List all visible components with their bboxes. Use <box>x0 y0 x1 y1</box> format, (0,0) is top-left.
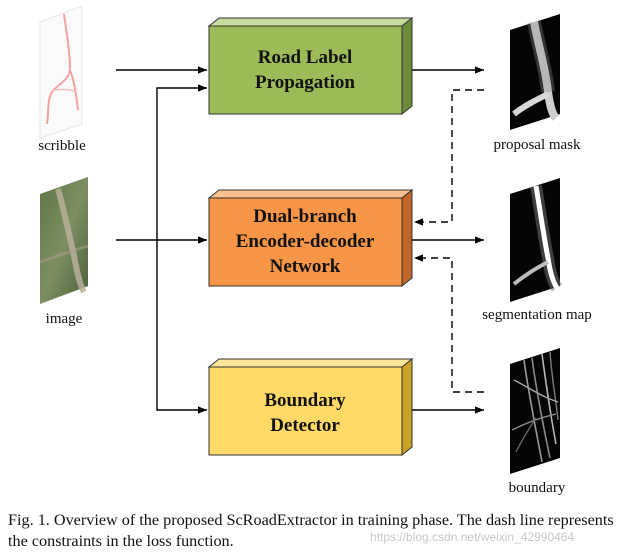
satellite-image-thumbnail <box>39 177 89 304</box>
encoder-decoder-line1: Dual-branch <box>253 206 357 227</box>
segmentation-map-thumbnail <box>510 178 563 302</box>
boundary-detector-line1: Boundary <box>264 390 346 411</box>
boundary-detector-box: Boundary Detector <box>207 357 414 457</box>
encoder-decoder-box: Dual-branch Encoder-decoder Network <box>207 188 414 288</box>
scribble-label: scribble <box>38 138 86 154</box>
road-label-propagation-line1: Road Label <box>258 47 353 68</box>
figure-caption: Fig. 1. Overview of the proposed ScRoadE… <box>8 511 614 550</box>
proposal-mask-thumbnail <box>510 14 560 130</box>
boundary-label: boundary <box>509 480 566 496</box>
encoder-decoder-line3: Network <box>270 256 341 277</box>
image-label: image <box>46 311 83 327</box>
boundary-thumbnail <box>510 348 560 474</box>
arrow-image-to-boundary-detector <box>156 240 207 414</box>
boundary-detector-line2: Detector <box>270 415 340 436</box>
road-label-propagation-box: Road Label Propagation <box>207 16 414 116</box>
proposal-mask-label: proposal mask <box>493 137 581 153</box>
segmentation-map-label: segmentation map <box>482 307 592 323</box>
encoder-decoder-line2: Encoder-decoder <box>236 231 375 252</box>
road-label-propagation-line2: Propagation <box>255 72 355 93</box>
watermark: https://blog.csdn.net/weixin_42990464 <box>370 530 575 544</box>
scribble-thumbnail <box>39 5 83 139</box>
dashed-arrow-proposal-mask-constraint <box>414 89 484 226</box>
arrow-image-to-propagation <box>156 84 207 240</box>
dashed-arrow-boundary-constraint <box>414 254 484 393</box>
